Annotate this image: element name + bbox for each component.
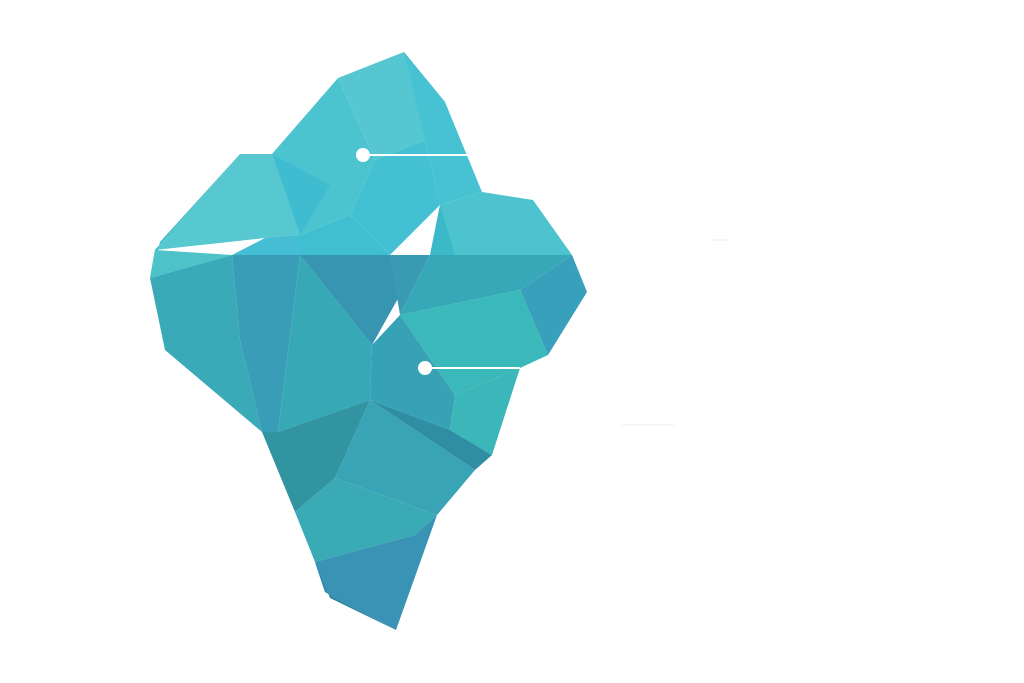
callout-top — [356, 148, 468, 162]
placeholder-mark — [712, 239, 730, 241]
above-water-section — [150, 52, 572, 278]
callout-bottom — [418, 361, 520, 375]
placeholder-mark — [622, 424, 674, 426]
callout-dot — [356, 148, 370, 162]
callout-dot — [418, 361, 432, 375]
below-water-section — [150, 255, 587, 630]
